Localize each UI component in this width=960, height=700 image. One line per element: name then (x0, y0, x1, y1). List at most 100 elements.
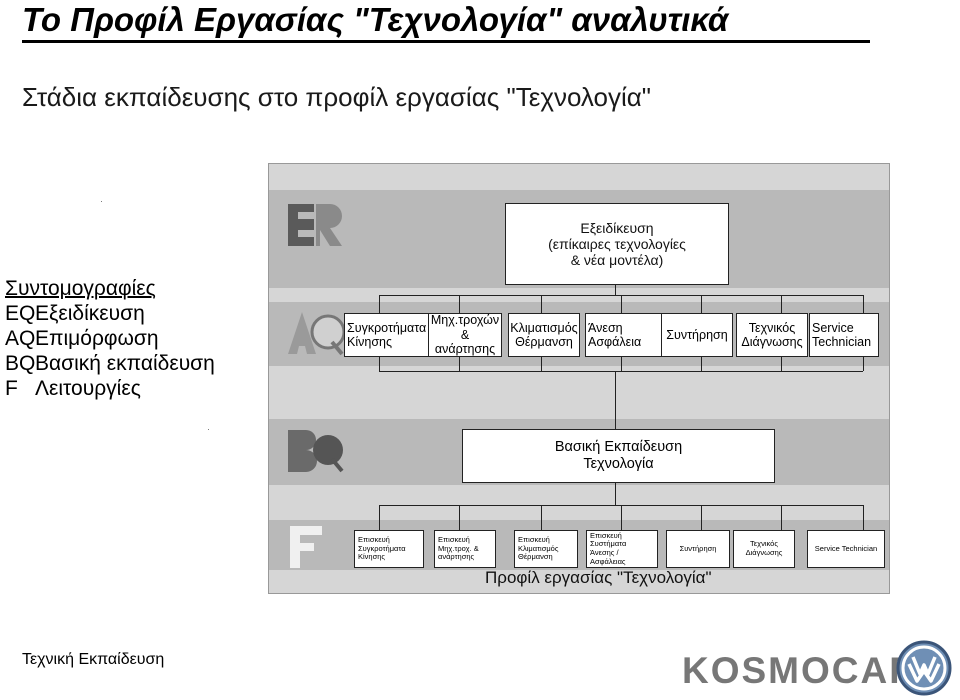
aq-box-maintenance: Συντήρηση (661, 313, 733, 357)
connector (379, 505, 380, 530)
f-line: ανάρτησης (438, 552, 475, 562)
page-subtitle: Στάδια εκπαίδευσης στο προφίλ εργασίας "… (22, 82, 652, 112)
connector (541, 355, 542, 371)
aq-line: Τεχνικός (748, 320, 796, 335)
aq-line: Κίνησης (347, 335, 393, 349)
bq-line: Τεχνολογία (583, 456, 654, 472)
f-line: Κίνησης (358, 552, 386, 562)
aq-line: Συντήρηση (666, 327, 728, 342)
speck: · (100, 196, 103, 206)
eq-badge-icon (288, 204, 342, 246)
connector (379, 355, 380, 371)
connector (701, 355, 702, 371)
connector (781, 505, 782, 530)
f-line: Συστήματα (590, 539, 627, 549)
aq-line: Ασφάλεια (588, 335, 642, 349)
f-line: Επισκευή (358, 535, 390, 545)
legend-label: Βασική εκπαίδευση (35, 352, 215, 375)
aq-line: Technician (812, 335, 872, 349)
legend-label: Εξειδίκευση (35, 302, 145, 325)
connector (781, 295, 782, 313)
footer-department: Τεχνική Εκπαίδευση (22, 651, 165, 668)
aq-box-suspension: Μηχ.τροχών& ανάρτησης (428, 313, 502, 357)
f-line: Επισκευή (590, 530, 622, 540)
aq-line: Συγκροτήματα (347, 320, 427, 335)
f-line: Διάγνωσης (745, 548, 783, 557)
f-line: Συγκροτήματα (358, 543, 406, 553)
connector (615, 371, 616, 429)
connector (781, 355, 782, 371)
f-line: Συντήρηση (679, 543, 717, 553)
speck: · (207, 424, 210, 434)
legend-item-eq: EQΕξειδίκευση (5, 301, 215, 326)
aq-line: Μηχ.τροχών (430, 313, 500, 328)
connector (615, 283, 616, 295)
connector (459, 505, 460, 530)
connector (621, 355, 622, 371)
connector (541, 505, 542, 530)
legend-item-f: F Λειτουργίες (5, 376, 215, 401)
f-box-service-technician: Service Technician (807, 530, 885, 568)
legend-code: F (5, 377, 18, 400)
legend-code: BQ (5, 352, 36, 375)
connector (621, 505, 622, 530)
eq-line: & νέα μοντέλα) (570, 252, 664, 269)
legend-code: EQ (5, 302, 36, 325)
aq-line: Service (812, 320, 854, 335)
connector (863, 505, 864, 530)
connector (615, 481, 616, 505)
training-stages-diagram: Εξειδίκευση (επίκαιρες τεχνολογίες & νέα… (268, 163, 890, 594)
f-line: Κλιματισμός (518, 543, 559, 553)
eq-line: (επίκαιρες τεχνολογίες (548, 235, 686, 252)
connector (541, 295, 542, 313)
page-title: Το Προφίλ Εργασίας "Τεχνολογία" αναλυτικ… (22, 1, 729, 38)
f-line: Επισκευή (438, 535, 470, 545)
f-line: Επισκευή (518, 535, 550, 545)
f-box-maintenance: Συντήρηση (666, 530, 730, 568)
aq-line: Θέρμανση (515, 335, 573, 349)
connector (863, 295, 864, 313)
aq-line: & ανάρτησης (434, 327, 496, 357)
vw-logo-icon (896, 640, 952, 696)
connector (379, 371, 863, 372)
f-badge-icon (290, 526, 322, 568)
aq-badge-icon (288, 312, 344, 356)
f-line: Άνεσης / Ασφάλειας (590, 548, 626, 566)
legend-item-aq: AQΕπιμόρφωση (5, 326, 215, 351)
title-underline (22, 40, 870, 43)
bq-line: Βασική Εκπαίδευση (554, 439, 683, 456)
connector (701, 505, 702, 530)
connector (379, 295, 380, 313)
legend-code: AQ (5, 327, 36, 350)
aq-line: Άνεση (588, 320, 623, 335)
abbreviations-legend: Συντομογραφίες EQΕξειδίκευση AQΕπιμόρφωσ… (5, 276, 215, 401)
f-line: Τεχνικός (750, 539, 778, 549)
f-line: Θέρμανση (518, 552, 553, 562)
legend-heading: Συντομογραφίες (5, 277, 156, 300)
connector (701, 295, 702, 313)
legend-label: Λειτουργίες (35, 377, 141, 400)
connector (459, 355, 460, 371)
legend-item-bq: BQΒασική εκπαίδευση (5, 351, 215, 376)
connector (863, 355, 864, 371)
f-line: Μηχ.τροχ. & (438, 543, 479, 553)
diagram-footer-label: Προφίλ εργασίας "Τεχνολογία" (485, 568, 712, 587)
kosmocar-logo: KOSMOCAR (682, 650, 918, 691)
eq-line: Εξειδίκευση (580, 219, 654, 236)
bq-badge-icon (288, 430, 344, 473)
aq-line: Κλιματισμός (510, 320, 578, 335)
connector (621, 295, 622, 313)
legend-label: Επιμόρφωση (35, 327, 159, 350)
f-line: Service Technician (814, 543, 878, 553)
